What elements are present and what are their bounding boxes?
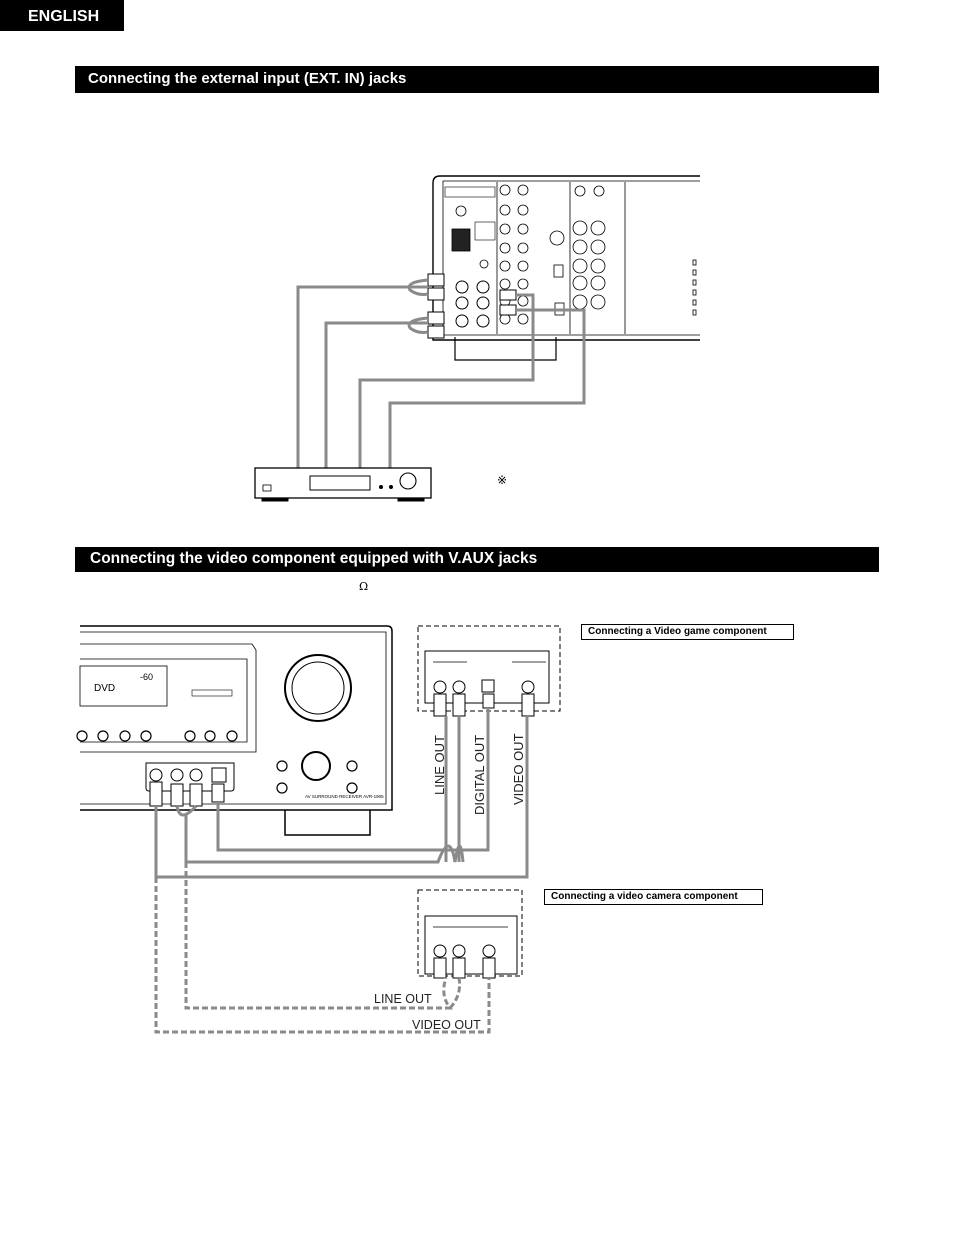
ohm-symbol: Ω <box>359 580 369 593</box>
game-line-out-label: LINE OUT <box>432 735 447 795</box>
receiver-model-label: AV SURROUND RECEIVER AVR-1905 <box>305 794 384 799</box>
vaux-game-cables <box>154 708 529 879</box>
section-title-ext-in: Connecting the external input (EXT. IN) … <box>75 66 879 93</box>
ext-in-cables <box>296 278 586 468</box>
camera-line-out-label: LINE OUT <box>374 992 432 1006</box>
vaux-plugs <box>149 693 535 979</box>
external-decoder <box>254 467 432 502</box>
vaux-camera-cables <box>154 862 491 1034</box>
receiver-display-level: -60 <box>140 672 153 682</box>
video-game-label: Connecting a Video game component <box>581 624 794 640</box>
video-camera-label: Connecting a video camera component <box>544 889 763 905</box>
receiver-front-panel <box>76 625 393 836</box>
section-title-vaux: Connecting the video component equipped … <box>75 547 879 572</box>
ext-in-plugs <box>427 273 517 339</box>
game-video-out-label: VIDEO OUT <box>511 733 526 805</box>
language-tab: ENGLISH <box>0 0 124 31</box>
receiver-rear-panel <box>432 175 700 361</box>
reference-mark: ※ <box>497 473 508 487</box>
game-digital-out-label: DIGITAL OUT <box>472 735 487 815</box>
receiver-display-source: DVD <box>94 683 115 694</box>
video-camera-component <box>417 889 523 977</box>
camera-video-out-label: VIDEO OUT <box>412 1018 481 1032</box>
